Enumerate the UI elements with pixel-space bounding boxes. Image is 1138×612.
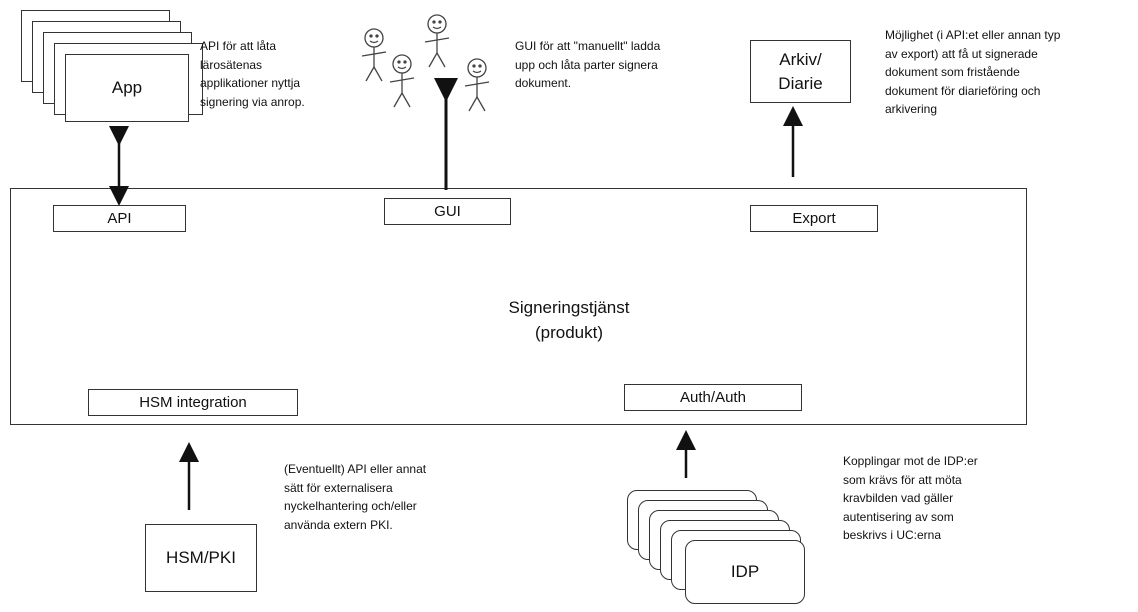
- api-component: API: [53, 205, 186, 232]
- hsm-integration-label: HSM integration: [139, 394, 247, 411]
- export-note-line: arkivering: [885, 102, 938, 117]
- export-note-line: dokument för diarieföring och: [885, 83, 1041, 98]
- gui-note-line: upp och låta parter signera: [515, 57, 658, 72]
- export-component: Export: [750, 205, 878, 232]
- app-label: App: [111, 78, 143, 97]
- gui-note: GUI för att "manuellt" ladda upp och låt…: [515, 37, 660, 93]
- idp-note: Kopplingar mot de IDP:er som krävs för a…: [843, 452, 978, 545]
- api-note-line: signering via anrop.: [200, 94, 305, 109]
- signing-service-title-line2: (produkt): [534, 323, 604, 342]
- api-note-line: API för att låta: [200, 39, 277, 53]
- archive-box: Arkiv/ Diarie: [750, 40, 851, 103]
- app-box: App: [65, 54, 189, 122]
- export-component-label: Export: [792, 210, 836, 227]
- signing-service-title-line1: Signeringstjänst: [508, 298, 630, 317]
- archive-label-line2: Diarie: [778, 73, 823, 93]
- stick-figure-icon: [361, 28, 387, 82]
- stick-figure-icon: [389, 54, 415, 108]
- hsm-note-line: sätt för externalisera: [284, 480, 393, 495]
- archive-label-line1: Arkiv/: [779, 49, 822, 69]
- hsm-note: (Eventuellt) API eller annat sätt för ex…: [284, 460, 426, 534]
- api-note-line: lärosätenas: [200, 57, 263, 72]
- export-note-line: Möjlighet (i API:et eller annan typ: [885, 28, 1061, 42]
- signing-service-title: Signeringstjänst (produkt): [0, 295, 1138, 345]
- idp-note-line: beskrivs i UC:erna: [843, 528, 942, 543]
- gui-component-label: GUI: [434, 203, 461, 220]
- hsm-note-line: använda extern PKI.: [284, 517, 393, 532]
- idp-note-line: autentisering av som: [843, 509, 954, 524]
- idp-note-line: kravbilden vad gäller: [843, 491, 954, 506]
- hsm-integration-component: HSM integration: [88, 389, 298, 416]
- idp-box: IDP: [685, 540, 805, 604]
- hsm-note-line: nyckelhantering och/eller: [284, 499, 417, 514]
- signing-service-boundary: [10, 188, 1027, 425]
- hsm-pki-label: HSM/PKI: [166, 548, 236, 567]
- idp-note-line: Kopplingar mot de IDP:er: [843, 454, 978, 468]
- export-note: Möjlighet (i API:et eller annan typ av e…: [885, 26, 1060, 119]
- stick-figure-icon: [424, 14, 450, 68]
- gui-component: GUI: [384, 198, 511, 225]
- api-note: API för att låta lärosätenas applikation…: [200, 37, 305, 111]
- export-note-line: dokument som fristående: [885, 65, 1020, 80]
- hsm-note-line: (Eventuellt) API eller annat: [284, 462, 427, 476]
- export-note-line: av export) att få ut signerade: [885, 46, 1038, 61]
- api-component-label: API: [107, 210, 132, 227]
- idp-note-line: som krävs för att möta: [843, 472, 962, 487]
- api-note-line: applikationer nyttja: [200, 76, 301, 91]
- idp-label: IDP: [730, 562, 760, 581]
- auth-component: Auth/Auth: [624, 384, 802, 411]
- auth-component-label: Auth/Auth: [680, 389, 746, 406]
- stick-figure-icon: [464, 58, 490, 112]
- gui-note-line: GUI för att "manuellt" ladda: [515, 39, 661, 53]
- hsm-pki-box: HSM/PKI: [145, 524, 257, 592]
- gui-note-line: dokument.: [515, 76, 572, 91]
